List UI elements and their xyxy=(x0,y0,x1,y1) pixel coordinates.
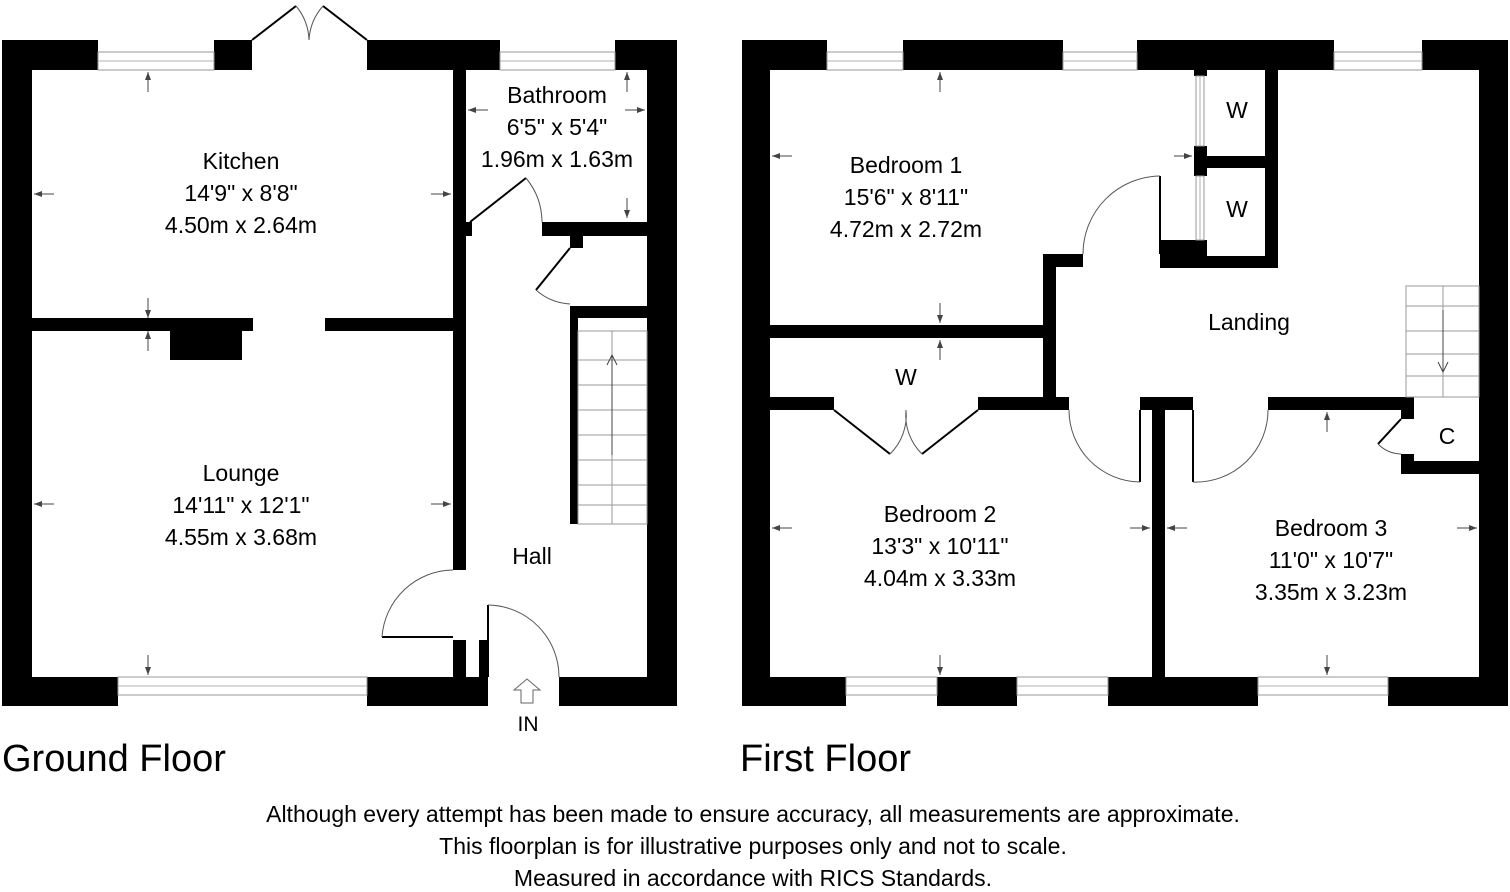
bedroom-divider-cap xyxy=(1140,397,1193,410)
wardrobe-post-bottom xyxy=(1160,240,1207,256)
disclaimer-line-3: Measured in accordance with RICS Standar… xyxy=(514,865,992,891)
bedroom2-metric: 4.04m x 3.33m xyxy=(864,565,1016,591)
bedroom3-top-wall xyxy=(1268,397,1414,410)
kitchen-metric: 4.50m x 2.64m xyxy=(165,212,317,238)
bedroom2-top-wall-left xyxy=(770,397,834,410)
ground-wall-bottom-left xyxy=(2,677,118,706)
bedroom2-wardrobe-label: W xyxy=(895,364,917,390)
first-wall-bottom-mid2 xyxy=(1108,677,1258,706)
ground-wall-bottom-right xyxy=(559,677,677,706)
bedroom1-imperial: 15'6" x 8'11" xyxy=(844,184,968,210)
disclaimer-line-1: Although every attempt has been made to … xyxy=(266,801,1240,827)
cupboard-bottom-wall xyxy=(570,306,647,318)
bathroom-door-jamb xyxy=(466,222,472,236)
lounge-metric: 4.55m x 3.68m xyxy=(165,524,317,550)
cupboard-label: C xyxy=(1439,423,1456,449)
wardrobe-upper-label: W xyxy=(1226,97,1248,123)
kitchen-french-door-right xyxy=(322,5,368,41)
first-wall-bottom-right xyxy=(1388,677,1508,706)
entrance-label: IN xyxy=(518,713,539,736)
ground-floor-plan: Kitchen 14'9" x 8'8" 4.50m x 2.64m Loung… xyxy=(2,5,677,736)
first-dimension-markers xyxy=(772,72,1477,675)
ground-dimension-markers xyxy=(34,72,645,675)
ground-internal-wall-stub xyxy=(453,640,466,677)
ground-wall-right xyxy=(647,40,677,706)
wardrobe-post-top xyxy=(1194,70,1207,76)
cupboard-door xyxy=(1377,418,1402,445)
chimney-breast xyxy=(170,318,242,360)
wardrobe-divider xyxy=(1207,156,1278,168)
bathroom-imperial: 6'5" x 5'4" xyxy=(507,114,608,140)
ground-floor-title: Ground Floor xyxy=(2,738,226,780)
bedroom1-metric: 4.72m x 2.72m xyxy=(830,216,982,242)
cupboard-post xyxy=(570,236,583,248)
lounge-label: Lounge xyxy=(203,460,280,486)
bedroom2-wardrobe-door-right xyxy=(921,409,979,455)
kitchen-imperial: 14'9" x 8'8" xyxy=(184,180,297,206)
bedroom1-bottom-wall xyxy=(770,325,1056,338)
first-wall-top-right xyxy=(1137,40,1334,70)
ground-wall-left xyxy=(2,40,32,706)
bedroom2-imperial: 13'3" x 10'11" xyxy=(871,533,1008,559)
wardrobe-lower-label: W xyxy=(1226,196,1248,222)
bedroom2-top-wall-right xyxy=(978,397,1069,410)
bedroom3-label: Bedroom 3 xyxy=(1275,515,1388,541)
ground-wall-top-mid xyxy=(214,40,252,70)
disclaimer-line-2: This floorplan is for illustrative purpo… xyxy=(439,833,1067,859)
stair-side-wall xyxy=(570,318,578,524)
bathroom-metric: 1.96m x 1.63m xyxy=(481,146,633,172)
bedroom3-metric: 3.35m x 3.23m xyxy=(1255,579,1407,605)
first-wall-left xyxy=(742,40,770,706)
ground-internal-wall-upper xyxy=(453,70,466,232)
landing-left-wall xyxy=(1043,254,1056,410)
first-wall-top-mid xyxy=(903,40,1063,70)
ground-wall-top-right xyxy=(367,40,500,70)
ground-staircase xyxy=(577,330,648,525)
kitchen-french-door-left xyxy=(251,5,297,41)
bedroom-divider-wall xyxy=(1152,397,1165,677)
bedroom1-label: Bedroom 1 xyxy=(850,152,963,178)
first-wall-right xyxy=(1479,40,1508,706)
kitchen-label: Kitchen xyxy=(203,148,280,174)
first-floor-title: First Floor xyxy=(740,738,911,780)
wardrobe-right-wall xyxy=(1265,70,1278,268)
kitchen-lounge-wall-right xyxy=(325,318,453,331)
landing-left-return xyxy=(1043,254,1083,267)
ground-internal-wall-lower xyxy=(453,232,466,570)
bathroom-label: Bathroom xyxy=(507,82,607,108)
wardrobe-post-mid xyxy=(1194,146,1207,176)
wardrobe-bottom-wall xyxy=(1160,256,1278,268)
entrance-arrow-icon xyxy=(512,678,542,704)
understairs-cupboard-door xyxy=(535,247,571,291)
bedroom2-label: Bedroom 2 xyxy=(884,501,997,527)
bedroom2-wardrobe-door-left xyxy=(833,409,891,455)
ground-wall-bottom-mid xyxy=(367,677,488,706)
cupboard-bottom-wall xyxy=(1401,461,1479,474)
first-wall-bottom-mid1 xyxy=(937,677,1017,706)
cupboard-left-wall xyxy=(1401,397,1414,419)
bathroom-door xyxy=(469,177,527,223)
bathroom-bottom-wall xyxy=(542,222,647,236)
hall-label: Hall xyxy=(512,543,552,569)
bedroom3-imperial: 11'0" x 10'7" xyxy=(1269,547,1393,573)
first-floor-plan: Bedroom 1 15'6" x 8'11" 4.72m x 2.72m Be… xyxy=(742,40,1508,706)
landing-label: Landing xyxy=(1208,309,1290,335)
first-staircase xyxy=(1405,285,1480,398)
front-door-jamb xyxy=(479,640,488,677)
first-wall-bottom-left xyxy=(742,677,846,706)
lounge-imperial: 14'11" x 12'1" xyxy=(172,492,309,518)
